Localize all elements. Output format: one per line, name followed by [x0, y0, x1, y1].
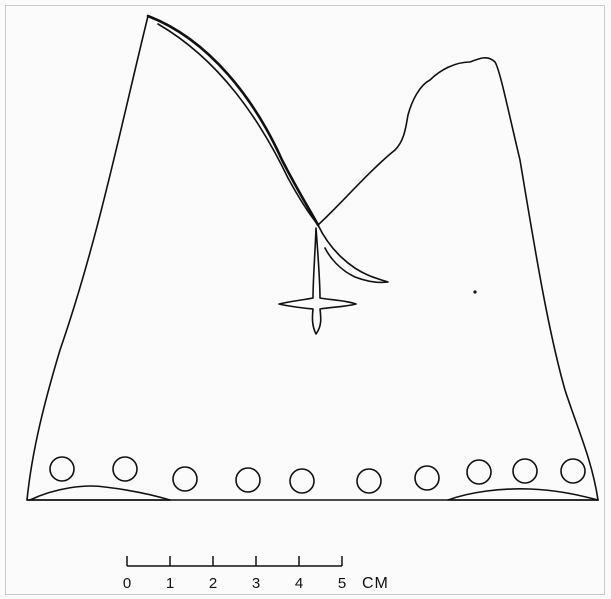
- scale-tick-label-1: 1: [166, 575, 174, 592]
- perforation-hole: [356, 468, 382, 494]
- incised-tail-mark: [317, 224, 389, 284]
- scale-bar: 0 1 2 3 4 5 CM: [123, 556, 389, 592]
- perforation-hole: [512, 458, 538, 484]
- base-scallop-right: [447, 488, 599, 501]
- perforation-row: [49, 456, 586, 494]
- scale-unit-label: CM: [362, 575, 389, 592]
- perforation-hole: [112, 456, 138, 482]
- perforation-hole: [414, 465, 440, 491]
- base-scallop-left: [29, 485, 171, 501]
- scale-tick-label-5: 5: [338, 575, 346, 592]
- left-fragment-top-edge: [146, 14, 320, 227]
- right-fragment-outline: [317, 57, 599, 501]
- fracture-line-inner: [157, 23, 319, 226]
- perforation-hole: [172, 466, 198, 492]
- scale-tick-label-2: 2: [209, 575, 217, 592]
- perforation-hole: [289, 468, 315, 494]
- incised-cross-mark: [278, 227, 357, 335]
- ink-dot-mark: [473, 290, 477, 294]
- scale-tick-label-4: 4: [295, 575, 303, 592]
- perforation-hole: [49, 456, 75, 482]
- perforation-hole: [466, 459, 492, 485]
- perforation-hole: [560, 458, 586, 484]
- perforation-hole: [235, 467, 261, 493]
- scale-tick-label-0: 0: [123, 575, 131, 592]
- scale-tick-label-3: 3: [252, 575, 260, 592]
- left-fragment-outline: [26, 15, 171, 501]
